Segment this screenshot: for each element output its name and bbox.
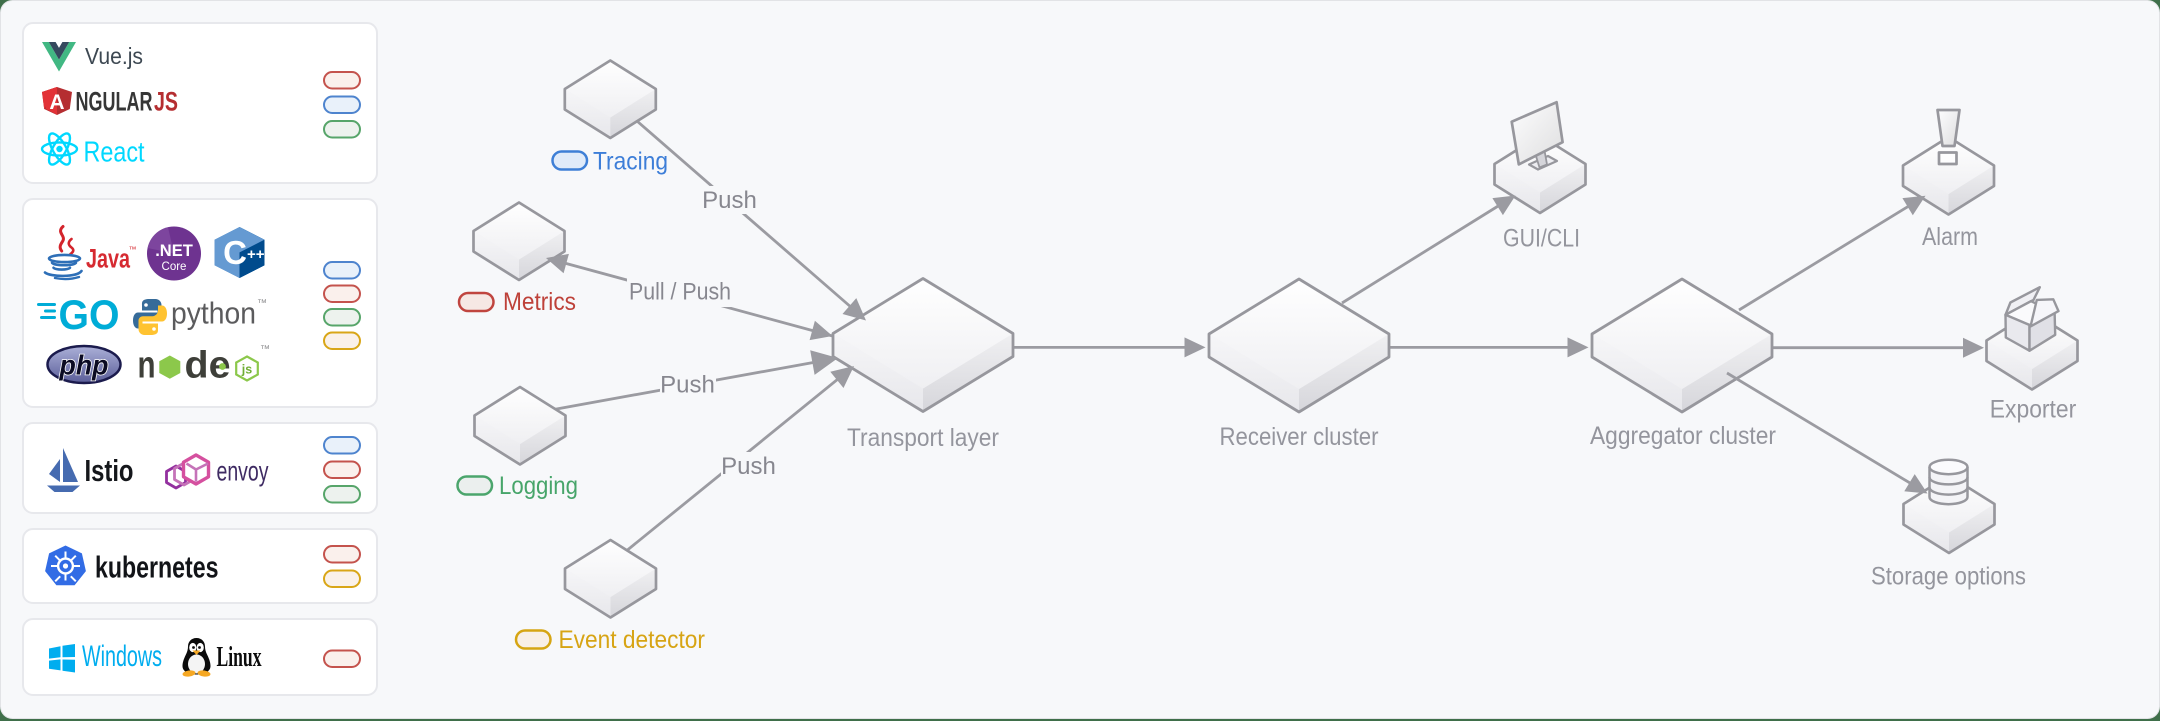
svg-text:Transport layer: Transport layer bbox=[847, 424, 999, 452]
svg-text:Exporter: Exporter bbox=[1990, 396, 2077, 424]
svg-text:JS: JS bbox=[154, 87, 178, 117]
svg-text:Core: Core bbox=[162, 261, 187, 273]
svg-text:.NET: .NET bbox=[155, 242, 193, 260]
svg-text:Metrics: Metrics bbox=[503, 288, 576, 316]
svg-text:envoy: envoy bbox=[217, 456, 269, 487]
svg-text:Receiver cluster: Receiver cluster bbox=[1220, 423, 1379, 451]
svg-text:Storage options: Storage options bbox=[1871, 563, 2026, 591]
svg-text:™: ™ bbox=[129, 245, 137, 254]
svg-text:A: A bbox=[49, 91, 64, 114]
svg-text:Istio: Istio bbox=[85, 453, 134, 488]
svg-text:++: ++ bbox=[247, 246, 265, 263]
svg-text:Java: Java bbox=[86, 244, 131, 274]
svg-text:NGULAR: NGULAR bbox=[76, 87, 153, 117]
svg-text:™: ™ bbox=[257, 298, 267, 309]
svg-text:Aggregator cluster: Aggregator cluster bbox=[1590, 422, 1776, 450]
svg-text:Push: Push bbox=[721, 453, 776, 480]
svg-text:python: python bbox=[171, 296, 256, 331]
svg-text:Vue.js: Vue.js bbox=[85, 43, 143, 69]
svg-text:kubernetes: kubernetes bbox=[95, 550, 219, 585]
svg-text:Tracing: Tracing bbox=[593, 148, 668, 176]
svg-text:C: C bbox=[223, 234, 247, 271]
svg-text:™: ™ bbox=[260, 344, 270, 355]
svg-text:Logging: Logging bbox=[499, 472, 578, 500]
svg-text:n: n bbox=[138, 345, 156, 387]
svg-text:Windows: Windows bbox=[82, 640, 162, 673]
svg-text:React: React bbox=[84, 137, 145, 169]
svg-text:js: js bbox=[241, 363, 252, 377]
svg-text:Push: Push bbox=[660, 372, 715, 399]
svg-text:php: php bbox=[59, 350, 109, 381]
svg-text:Event detector: Event detector bbox=[559, 626, 706, 654]
svg-text:Linux: Linux bbox=[217, 641, 262, 673]
svg-text:Alarm: Alarm bbox=[1922, 223, 1978, 251]
svg-text:Pull / Push: Pull / Push bbox=[629, 279, 731, 306]
svg-text:GUI/CLI: GUI/CLI bbox=[1503, 225, 1580, 253]
svg-text:GO: GO bbox=[59, 291, 120, 338]
svg-text:Push: Push bbox=[702, 187, 757, 214]
